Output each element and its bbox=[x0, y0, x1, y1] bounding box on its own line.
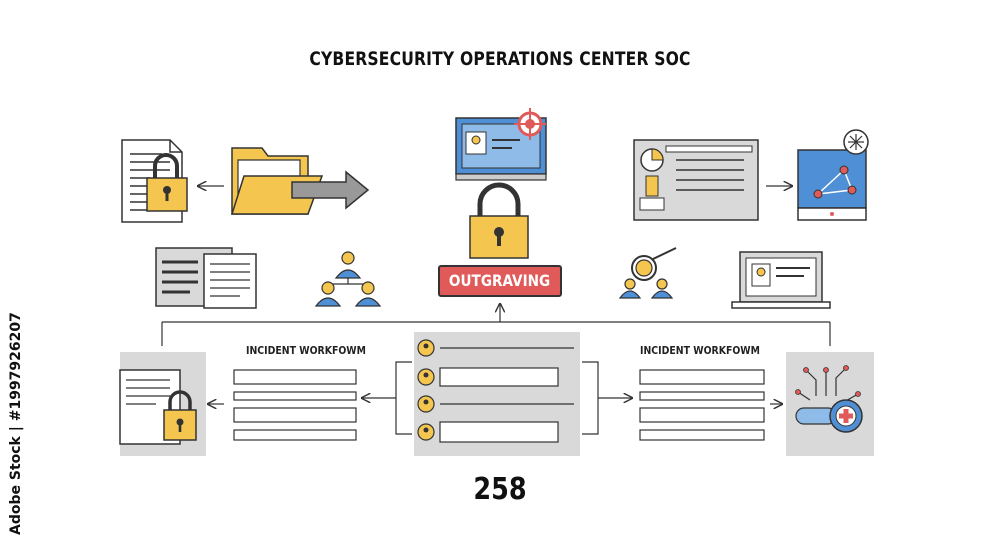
circuit-health-panel bbox=[786, 352, 874, 456]
right-workflow-label: INCIDENT WORKFOWM bbox=[640, 344, 760, 357]
status-badge: OUTGRAVING bbox=[438, 265, 562, 297]
laptop-profile-icon bbox=[731, 251, 831, 309]
side-watermark-text: Adobe Stock | #1997926207 bbox=[8, 312, 24, 535]
team-search-icon bbox=[618, 247, 677, 299]
left-workflow-fields bbox=[233, 369, 357, 441]
documents-cards-icon bbox=[155, 247, 257, 309]
side-watermark: Adobe Stock | #1997926207 bbox=[6, 300, 26, 540]
user-list-panel bbox=[414, 332, 580, 456]
locked-document-icon bbox=[121, 139, 188, 223]
connector-lines bbox=[161, 304, 831, 435]
central-padlock-icon bbox=[469, 182, 529, 259]
counter-value: 258 bbox=[473, 472, 527, 507]
presentation-board-icon bbox=[633, 139, 759, 221]
status-badge-label: OUTGRAVING bbox=[449, 271, 551, 290]
page-title: CYBERSECURITY OPERATIONS CENTER SOC bbox=[309, 48, 691, 70]
folder-export-icon bbox=[230, 147, 370, 215]
monitor-target-icon bbox=[455, 108, 547, 181]
network-screen-icon bbox=[797, 129, 869, 221]
left-workflow-label: INCIDENT WORKFOWM bbox=[246, 344, 366, 357]
locked-file-panel bbox=[119, 352, 206, 456]
right-workflow-fields bbox=[639, 369, 765, 441]
team-icon bbox=[314, 251, 382, 307]
